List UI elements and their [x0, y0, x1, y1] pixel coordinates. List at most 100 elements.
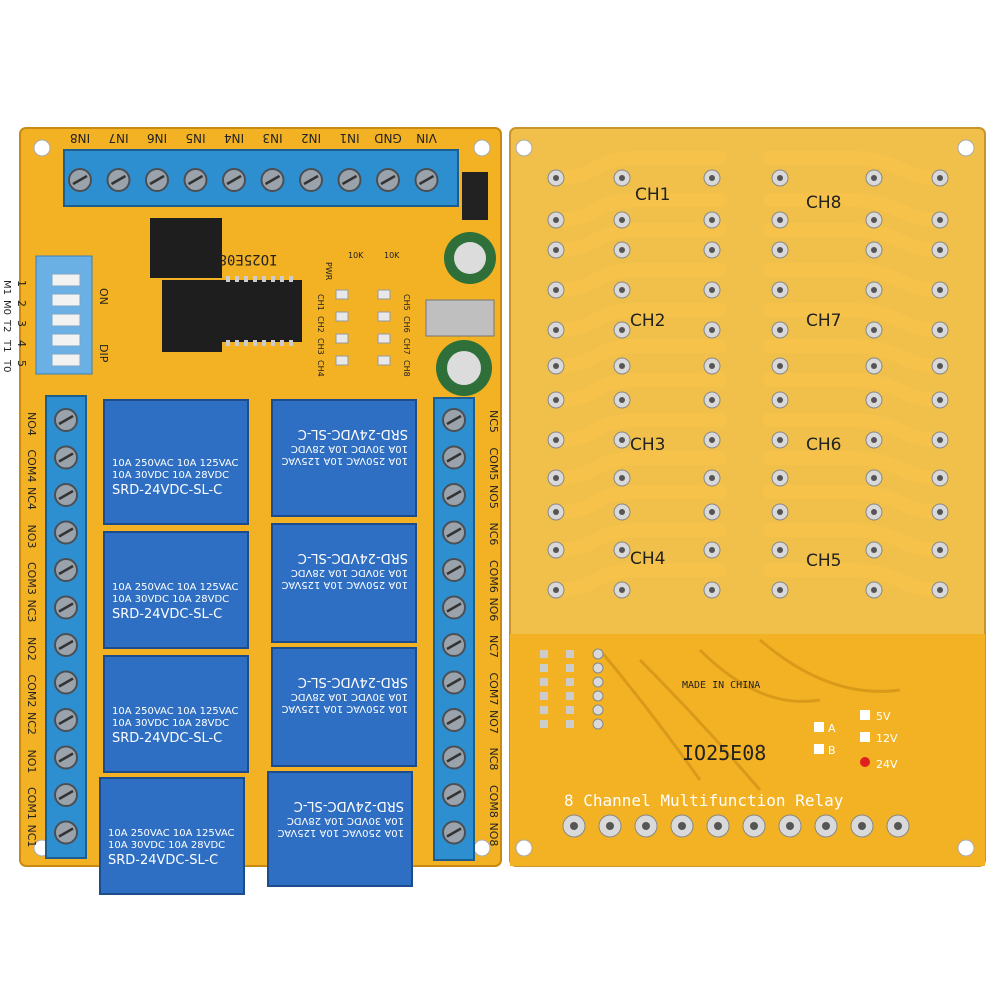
- relay-body: [99, 777, 245, 895]
- pad-hole: [553, 547, 559, 553]
- pad-hole: [553, 363, 559, 369]
- dip-toggle: [51, 333, 81, 347]
- pad-hole: [619, 509, 625, 515]
- relay-rating-line: 10A 250VAC 10A 125VAC: [108, 828, 235, 839]
- screw-slot: [446, 677, 462, 688]
- dip-number: 4: [15, 340, 28, 347]
- ic-chip: [150, 218, 222, 278]
- output-terminal-label: NC8: [487, 748, 500, 771]
- channel-led: [335, 355, 349, 366]
- pad-hole: [606, 822, 614, 830]
- ic-pin: [262, 340, 266, 346]
- pad-hole: [619, 547, 625, 553]
- ic-pin: [280, 276, 284, 282]
- relay-body: [271, 523, 417, 643]
- header-pin: [540, 706, 548, 714]
- back-channel-label: CH3: [630, 435, 665, 455]
- pad-hole: [937, 397, 943, 403]
- copper-trace: [698, 648, 821, 703]
- screw-slot: [58, 752, 74, 763]
- ic-pin: [280, 340, 284, 346]
- copper-trace: [763, 413, 947, 447]
- pad-hole: [553, 437, 559, 443]
- input-terminal-label: GND: [374, 131, 402, 145]
- screw-slot: [446, 452, 462, 463]
- pad-hole: [619, 175, 625, 181]
- screw-slot: [446, 414, 462, 426]
- header-pin: [540, 692, 548, 700]
- screw-slot: [446, 789, 462, 801]
- pwr-label: PWR: [324, 262, 333, 281]
- pad-hole: [777, 247, 783, 253]
- output-terminal-label: NC7: [487, 635, 500, 658]
- voltage-regulator: [425, 299, 495, 337]
- dip-number: 5: [15, 360, 28, 367]
- output-terminal-label: NO3: [25, 525, 38, 549]
- relay-model: SRD-24VDC-SL-C: [294, 798, 404, 813]
- screw-slot: [446, 564, 462, 576]
- copper-trace: [638, 658, 762, 791]
- relay-rating-line: 10A 30VDC 10A 28VDC: [112, 470, 229, 481]
- pad-hole: [619, 437, 625, 443]
- pad-hole: [937, 247, 943, 253]
- copper-trace: [549, 263, 727, 297]
- pad-hole: [709, 217, 715, 223]
- pad-hole: [937, 175, 943, 181]
- voltage-pad-12v: [860, 732, 870, 742]
- pad-hole: [709, 475, 715, 481]
- relay-body: [103, 399, 249, 525]
- header-pin: [540, 664, 548, 672]
- pad-hole: [871, 587, 877, 593]
- copper-trace: [549, 193, 727, 227]
- screw-slot: [58, 602, 74, 613]
- input-terminal-label: IN6: [147, 131, 167, 145]
- relay-model: SRD-24VDC-SL-C: [112, 607, 222, 622]
- pad-hole: [619, 587, 625, 593]
- screw-slot: [58, 527, 74, 538]
- pad-hole: [777, 175, 783, 181]
- relay-rating-line: 10A 30VDC 10A 28VDC: [112, 594, 229, 605]
- screw-slot: [58, 564, 74, 576]
- pad-hole: [937, 217, 943, 223]
- screw-slot: [226, 174, 242, 186]
- pad-hole: [777, 217, 783, 223]
- relay-body: [103, 655, 249, 773]
- ic-pin: [289, 340, 293, 346]
- input-terminal-label: IN1: [339, 131, 359, 145]
- screw-slot: [72, 174, 88, 186]
- copper-trace: [549, 373, 727, 407]
- mount-hole: [957, 839, 975, 857]
- output-terminal-label: NC1: [25, 825, 38, 848]
- input-terminal-label: IN2: [301, 131, 321, 145]
- header-pin: [540, 650, 548, 658]
- output-terminal-label: NO6: [487, 598, 500, 622]
- pad-hole: [937, 327, 943, 333]
- screw-slot: [264, 174, 281, 186]
- pad-hole: [553, 247, 559, 253]
- screw-slot: [446, 827, 462, 838]
- copper-trace: [549, 223, 727, 257]
- relay-rating-line: 10A 250VAC 10A 125VAC: [281, 579, 408, 590]
- pad-hole: [709, 547, 715, 553]
- screw-slot: [380, 174, 396, 186]
- output-terminal-label: COM8: [487, 785, 500, 818]
- output-terminal-label: NC6: [487, 523, 500, 546]
- screw-slot: [446, 489, 462, 501]
- copper-trace: [763, 193, 947, 227]
- ic-pin: [271, 340, 275, 346]
- screw-slot: [149, 174, 165, 186]
- pad-hole: [619, 475, 625, 481]
- pad-hole: [777, 363, 783, 369]
- pad-hole: [553, 327, 559, 333]
- back-pads: [547, 169, 949, 599]
- pad-hole: [553, 475, 559, 481]
- back-title: 8 Channel Multifunction Relay: [564, 791, 844, 810]
- output-terminal-label: NO8: [487, 823, 500, 847]
- copper-trace: [549, 339, 727, 373]
